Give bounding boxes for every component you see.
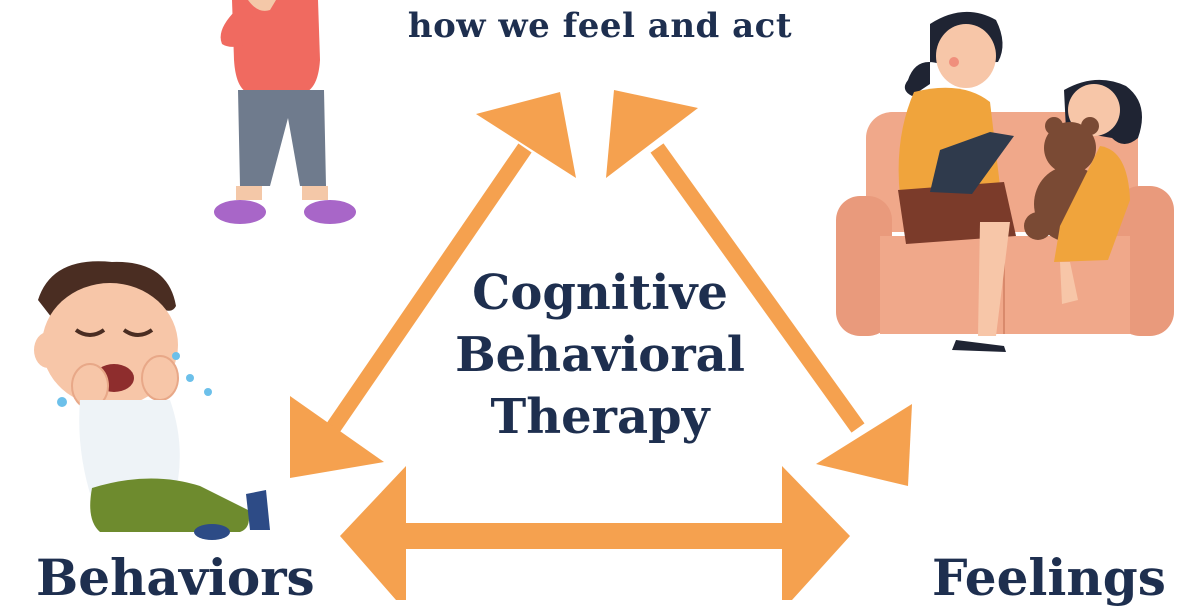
crying-boy-illustration bbox=[34, 261, 270, 540]
arrow-thoughts-behaviors bbox=[290, 92, 576, 478]
arrow-behaviors-feelings bbox=[340, 466, 850, 600]
thinking-child-illustration bbox=[214, 0, 356, 224]
feelings-label: Feelings bbox=[932, 548, 1166, 607]
center-title-line-1: Cognitive bbox=[472, 265, 728, 321]
arrow-thoughts-feelings bbox=[606, 90, 912, 486]
center-title-line-3: Therapy bbox=[490, 389, 710, 445]
therapist-with-child-illustration bbox=[836, 11, 1174, 352]
behaviors-label: Behaviors bbox=[36, 548, 315, 607]
center-title-line-2: Behavioral bbox=[455, 327, 745, 383]
top-caption: how we feel and act bbox=[407, 6, 793, 46]
center-title: Cognitive Behavioral Therapy bbox=[420, 262, 780, 448]
